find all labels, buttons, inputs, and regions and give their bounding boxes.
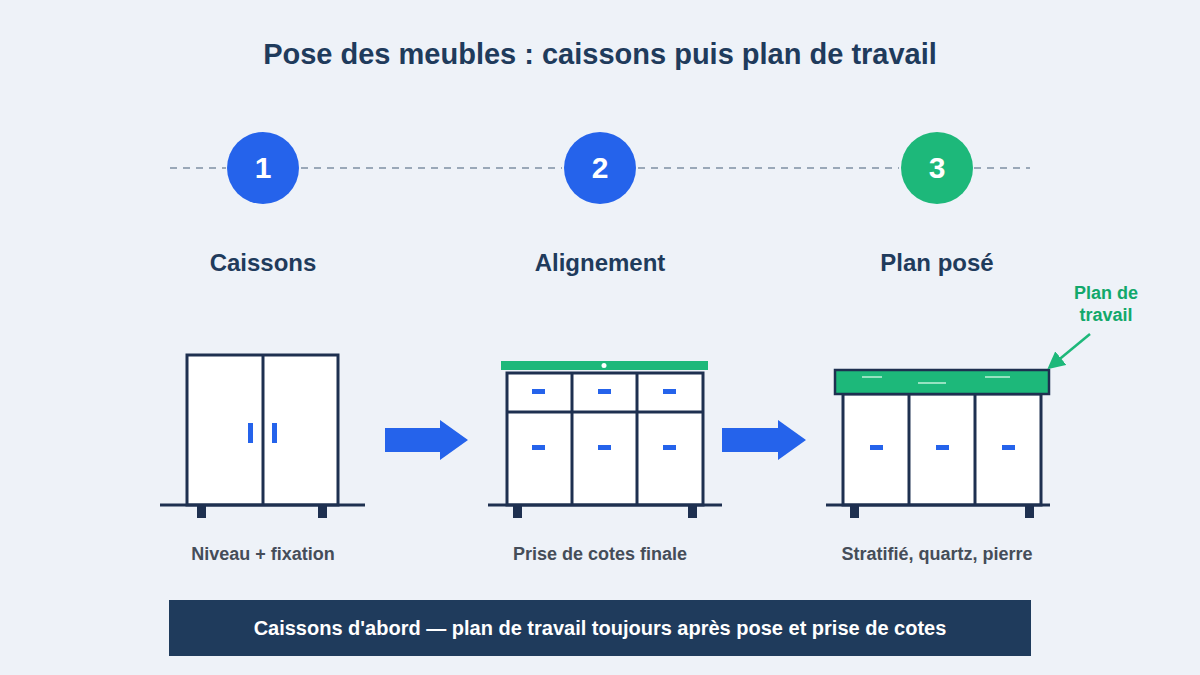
cabinet-2 [488,361,722,518]
summary-banner: Caissons d'abord — plan de travail toujo… [169,600,1031,656]
timeline-stub [170,167,226,169]
step-circle: 2 [564,132,636,204]
step-caption: Niveau + fixation [191,544,335,566]
step-heading: Plan posé [880,249,993,278]
step-caption: Prise de cotes finale [513,544,687,566]
step-caption: Stratifié, quartz, pierre [841,544,1032,566]
callout-label: Plan de travail [1061,283,1151,326]
banner-text: Caissons d'abord — plan de travail toujo… [254,617,947,640]
step-number: 2 [592,151,609,185]
step-circle: 3 [901,132,973,204]
leader-line [1050,334,1090,367]
step-arrow [722,420,806,460]
title: Pose des meubles : caissons puis plan de… [263,38,937,71]
step-circle: 1 [227,132,299,204]
step-arrow [385,420,468,460]
step-heading: Alignement [535,249,666,278]
cabinet-3 [826,370,1050,518]
step-heading: Caissons [210,249,317,278]
step-number: 3 [929,151,946,185]
cabinet-1 [160,355,365,518]
timeline-connector [301,167,562,169]
timeline-stub [974,167,1030,169]
timeline-connector [638,167,899,169]
step-number: 1 [255,151,272,185]
